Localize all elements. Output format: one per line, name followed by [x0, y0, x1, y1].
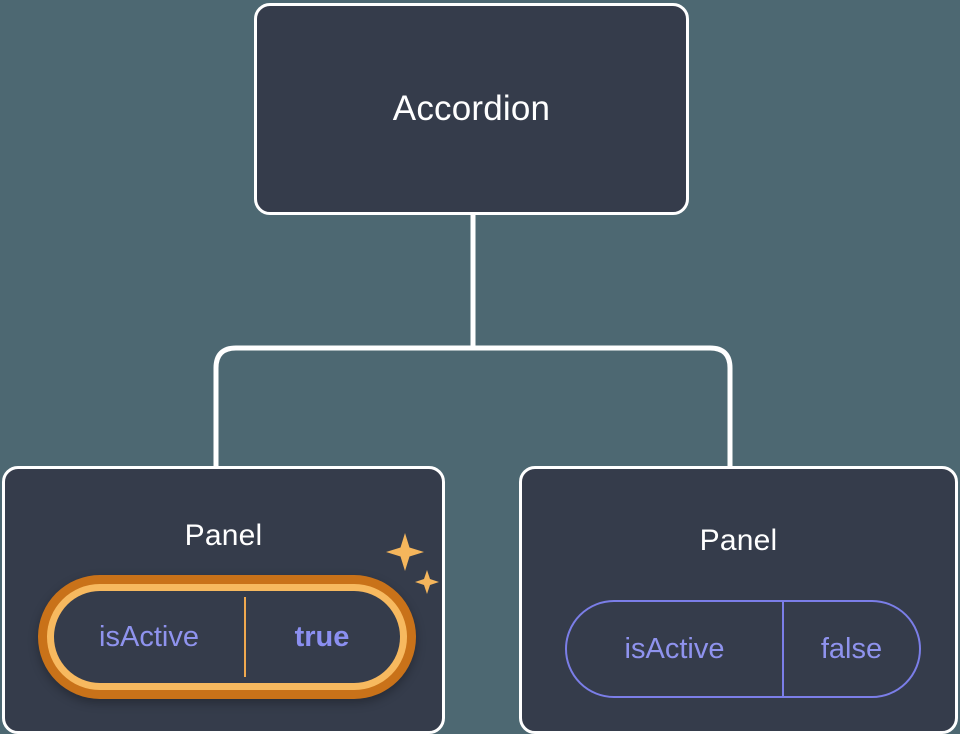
connector-child-bus — [213, 345, 733, 466]
prop-value-label: true — [244, 591, 400, 683]
node-accordion[interactable]: Accordion — [254, 3, 689, 215]
prop-badge-ring: isActive true — [47, 584, 407, 690]
prop-badge-inner: isActive true — [54, 591, 400, 683]
node-panel-active-title: Panel — [184, 519, 263, 552]
node-panel-inactive[interactable]: Panel isActive false — [519, 466, 958, 734]
prop-value-label: false — [782, 602, 919, 696]
node-panel-active[interactable]: Panel isActive true — [2, 466, 445, 734]
prop-key-label: isActive — [624, 632, 725, 665]
node-panel-inactive-title: Panel — [699, 524, 778, 557]
node-accordion-title: Accordion — [392, 89, 551, 128]
prop-badge-isactive-true[interactable]: isActive true — [38, 575, 416, 699]
prop-badge-isactive-false[interactable]: isActive false — [565, 600, 921, 698]
prop-key-label: isActive — [99, 620, 199, 653]
